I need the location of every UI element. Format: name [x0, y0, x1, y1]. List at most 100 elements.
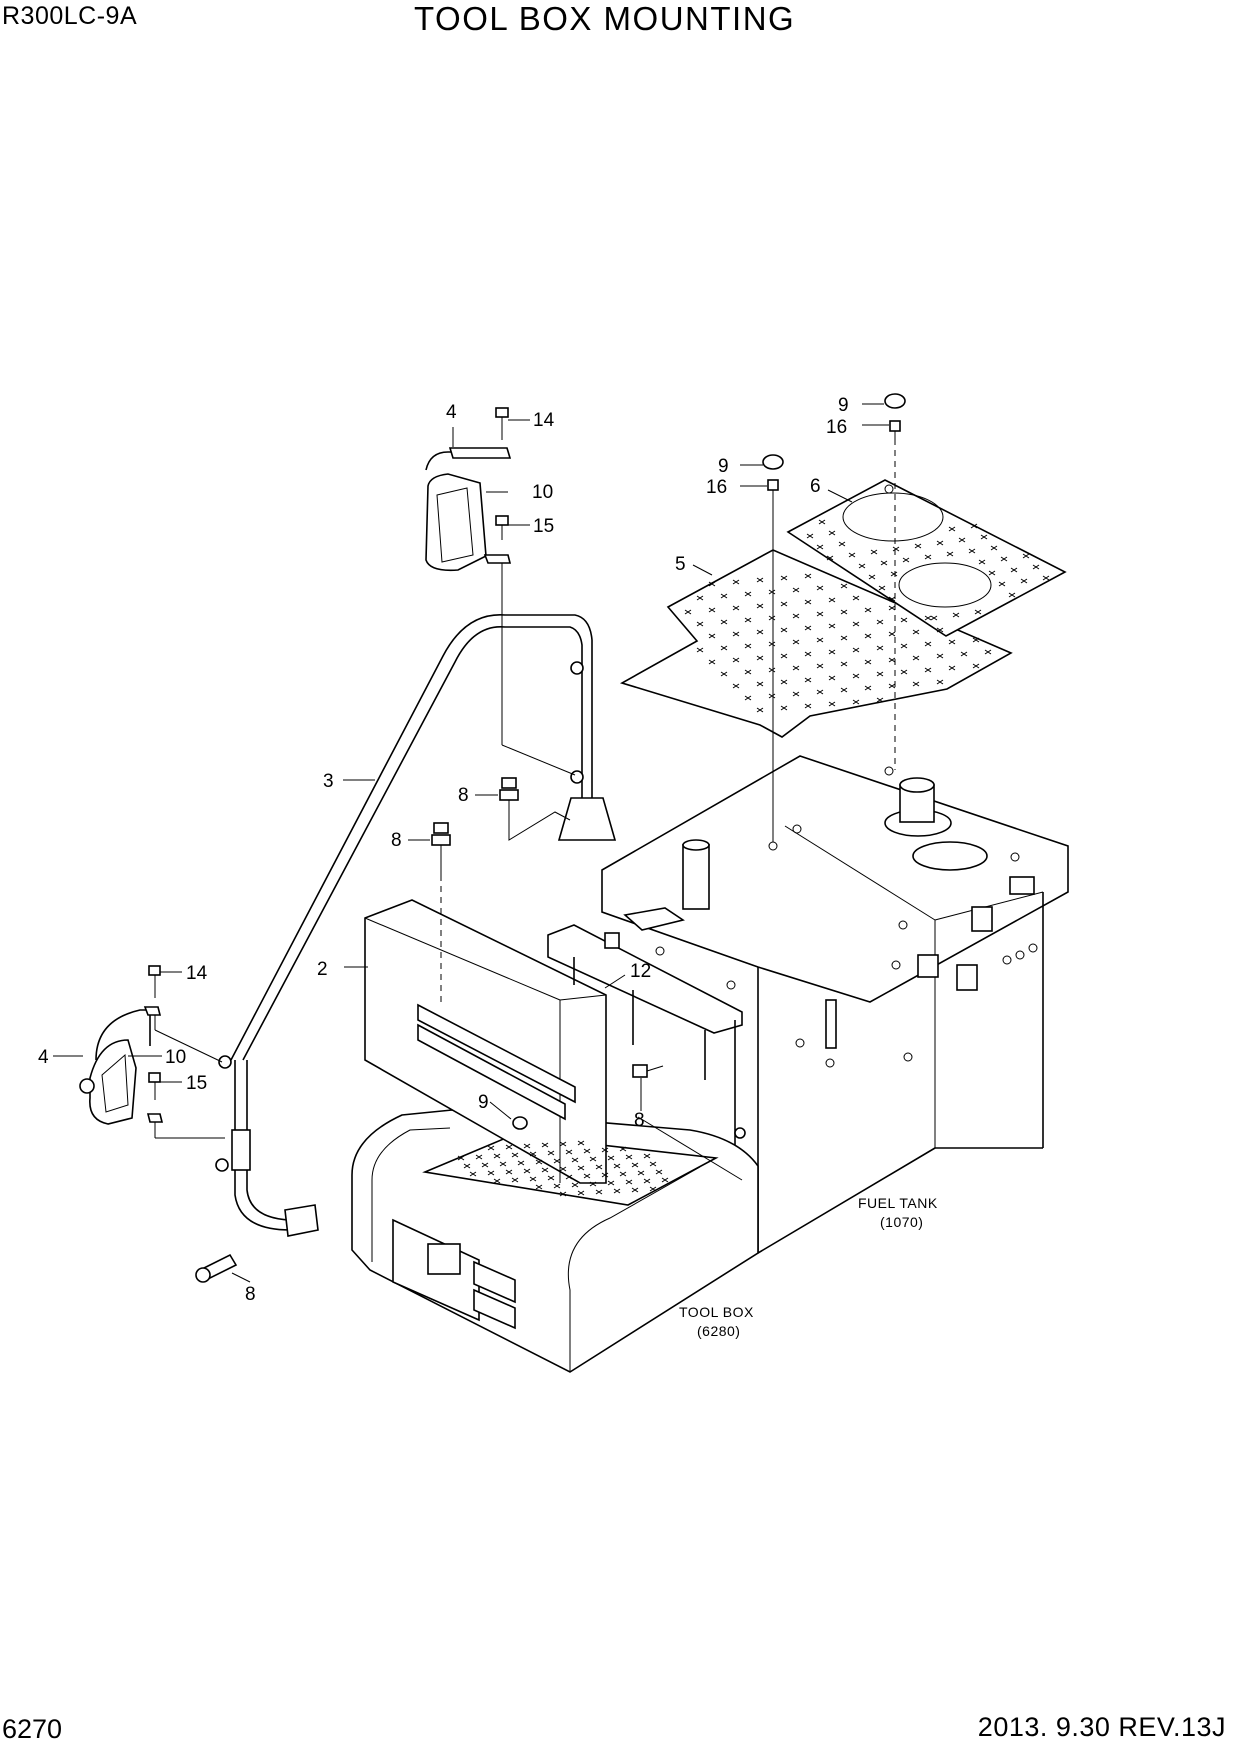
perforation-mark [792, 587, 800, 593]
perforation-mark [619, 1146, 627, 1152]
perforation-mark [936, 653, 944, 659]
perforation-mark [818, 519, 826, 525]
perforation-mark [864, 659, 872, 665]
perforation-mark [589, 1156, 597, 1162]
perforation-mark [732, 631, 740, 637]
perforation-mark [888, 596, 896, 602]
perforation-mark [828, 701, 836, 707]
perforation-mark [744, 643, 752, 649]
page-number: 6270 [2, 1714, 63, 1744]
perforation-mark [876, 697, 884, 703]
perforation-mark [804, 677, 812, 683]
perforation-mark [828, 597, 836, 603]
perforation-mark [980, 534, 988, 540]
perforation-mark [804, 625, 812, 631]
callout-16-b: 16 [706, 477, 727, 498]
perforation-mark [876, 671, 884, 677]
perforation-mark [1032, 564, 1040, 570]
perforation-mark [565, 1174, 573, 1180]
perforation-mark [972, 637, 980, 643]
perforation-mark [952, 612, 960, 618]
perforation-mark [936, 679, 944, 685]
perforation-mark [631, 1162, 639, 1168]
perforation-mark [888, 605, 896, 611]
perforation-mark [744, 617, 752, 623]
perforation-mark [840, 609, 848, 615]
perforation-mark [607, 1155, 615, 1161]
perforation-mark [511, 1177, 519, 1183]
perforation-mark [858, 563, 866, 569]
perforation-mark [878, 585, 886, 591]
perforation-mark [601, 1147, 609, 1153]
fasteners [148, 393, 906, 1283]
perforation-mark [505, 1144, 513, 1150]
perforation-mark [968, 548, 976, 554]
perforation-mark [900, 617, 908, 623]
perforation-mark [732, 683, 740, 689]
perforation-mark [958, 537, 966, 543]
perforation-mark [864, 607, 872, 613]
perforation-mark [732, 579, 740, 585]
perforation-mark [571, 1182, 579, 1188]
fuel-tank-code: (1070) [880, 1214, 923, 1230]
perforation-mark [852, 595, 860, 601]
perforation-mark [571, 1157, 579, 1163]
perforation-mark [613, 1163, 621, 1169]
callout-2: 2 [317, 959, 328, 980]
perforation-mark [469, 1171, 477, 1177]
page-title: TOOL BOX MOUNTING [414, 0, 796, 37]
perforation-mark [511, 1152, 519, 1158]
perforation-mark [720, 593, 728, 599]
callout-8-a: 8 [458, 785, 469, 806]
perforation-mark [744, 669, 752, 675]
perforation-mark [661, 1177, 669, 1183]
perforation-mark [828, 623, 836, 629]
fuel-tank-label: FUEL TANK [858, 1195, 938, 1211]
perforation-mark [792, 639, 800, 645]
perforation-mark [840, 635, 848, 641]
perforation-mark [559, 1191, 567, 1197]
perforation-mark [912, 681, 920, 687]
perforation-mark [493, 1153, 501, 1159]
perforation-mark [848, 552, 856, 558]
perforation-mark [553, 1183, 561, 1189]
perforation-mark [970, 523, 978, 529]
perforation-mark [816, 611, 824, 617]
perforation-mark [768, 693, 776, 699]
perforation-mark [1042, 575, 1050, 581]
perforation-mark [816, 689, 824, 695]
perforation-mark [768, 641, 776, 647]
callout-9-a: 9 [838, 395, 849, 416]
perforation-mark [888, 657, 896, 663]
perforation-mark [870, 549, 878, 555]
perforation-mark [792, 665, 800, 671]
perforation-mark [948, 665, 956, 671]
perforation-mark [828, 649, 836, 655]
perforation-mark [541, 1142, 549, 1148]
callout-4-left: 4 [38, 1047, 49, 1068]
callout-8-d: 8 [245, 1284, 256, 1305]
perforation-mark [936, 540, 944, 546]
perforation-mark [974, 609, 982, 615]
perforation-mark [541, 1167, 549, 1173]
perforation-mark [720, 645, 728, 651]
callout-15-top: 15 [533, 516, 554, 537]
perforation-mark [535, 1184, 543, 1190]
perforation-mark [535, 1159, 543, 1165]
perforation-mark [649, 1186, 657, 1192]
perforation-mark [595, 1189, 603, 1195]
perforation-mark [930, 615, 938, 621]
perforation-mark [826, 555, 834, 561]
perforation-mark [924, 641, 932, 647]
perforation-mark [756, 655, 764, 661]
model-code: R300LC-9A [2, 2, 138, 30]
mirror-left [79, 1006, 225, 1139]
cover-part-2 [364, 899, 607, 1184]
perforation-mark [768, 615, 776, 621]
callout-10-left: 10 [165, 1047, 186, 1068]
perforation-mark [806, 533, 814, 539]
callout-3: 3 [323, 771, 334, 792]
perforation-mark [924, 667, 932, 673]
perforation-mark [1020, 578, 1028, 584]
perforation-mark [888, 683, 896, 689]
